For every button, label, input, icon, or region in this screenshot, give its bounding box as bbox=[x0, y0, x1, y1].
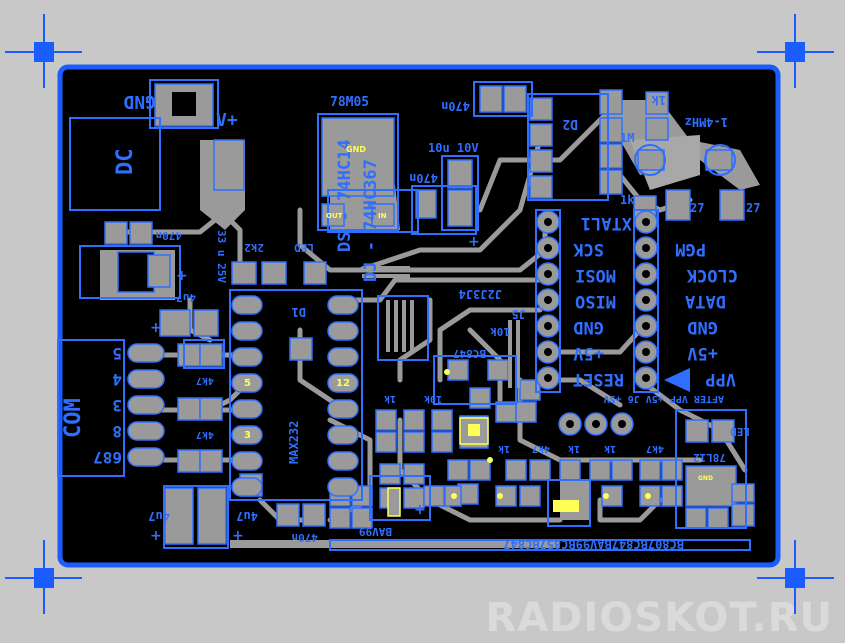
label-r10k-b: 10k bbox=[424, 393, 442, 404]
label-pin5: 5 bbox=[244, 378, 251, 389]
label-bav99: BAV99 bbox=[359, 525, 392, 538]
svg-text:+: + bbox=[176, 268, 188, 284]
label-cap27-left: 27 bbox=[690, 201, 704, 215]
label-r1m: 1M bbox=[620, 131, 634, 145]
label-r4k7-a: 4k7 bbox=[196, 375, 214, 386]
label-jumpers: J2J3J4 bbox=[459, 287, 502, 301]
label-bottom-row: BC807BC847BAV99BC857BC847 bbox=[503, 537, 684, 551]
svg-text:+: + bbox=[468, 234, 480, 250]
label-vpp: VPP bbox=[705, 369, 736, 389]
label-max232: MAX232 bbox=[287, 421, 301, 464]
header-pads bbox=[536, 210, 658, 436]
label-j5: J5 bbox=[512, 307, 526, 321]
label-gnd-reg2: GND bbox=[698, 475, 713, 482]
label-reg: 78M05 bbox=[330, 95, 369, 110]
crosshair-top-right-icon bbox=[757, 14, 834, 88]
label-pin3: 3 bbox=[244, 430, 251, 441]
fine-pitch-pads bbox=[362, 266, 520, 388]
label-xtal1: XTAL1 bbox=[581, 213, 632, 233]
label-ds: DS - 74HC14 bbox=[335, 139, 355, 252]
label-xtal-freq: 1-4MHz bbox=[685, 115, 728, 129]
label-r4k7-d: 4k7 bbox=[532, 443, 550, 454]
label-r10k: 10k bbox=[490, 325, 510, 338]
crosshair-top-left-icon bbox=[5, 14, 82, 88]
label-sck: SCK bbox=[573, 239, 604, 259]
label-cap470n-mid: 470n bbox=[409, 171, 438, 185]
label-gnd-small: GND bbox=[346, 145, 366, 154]
label-v5-isp: +5V bbox=[573, 343, 604, 363]
label-cap470n-top: 470n bbox=[441, 99, 470, 113]
label-dc: DC bbox=[113, 149, 138, 176]
label-com-pin3: 3 bbox=[112, 396, 122, 415]
label-zener: 33 u 25V bbox=[215, 230, 228, 283]
label-cap10u: 10u 10V bbox=[428, 141, 479, 155]
label-r1k-e: 1k bbox=[498, 443, 510, 454]
watermark-text: RADIOSKOT.RU bbox=[485, 595, 833, 641]
label-r1k-c: 1k bbox=[604, 443, 616, 454]
label-led: LED bbox=[294, 241, 314, 254]
label-cap4u7-a: 4u7 bbox=[176, 291, 196, 304]
label-out: OUT bbox=[326, 212, 343, 220]
label-miso: MISO bbox=[575, 291, 616, 311]
label-pin12: 12 bbox=[336, 378, 350, 389]
label-r2k2: 2k2 bbox=[244, 241, 264, 254]
label-r4k7-c: 4k7 bbox=[646, 443, 664, 454]
label-com-pin4: 4 bbox=[112, 370, 122, 389]
label-com-pin687: 687 bbox=[93, 448, 122, 467]
silkscreen-labels: GND V+ DC DS - 74HC14 DJ - 74HC367 78M05… bbox=[61, 91, 760, 551]
vpp-arrow-icon bbox=[664, 368, 690, 392]
label-cap470n-left: 470n bbox=[156, 229, 183, 242]
label-bc847-a: BC847 bbox=[453, 347, 486, 360]
dip-pads bbox=[127, 295, 359, 497]
pads bbox=[104, 83, 755, 545]
label-com: COM bbox=[61, 398, 86, 438]
label-cap4u7-c: 4u7 bbox=[236, 509, 258, 523]
label-com-pin8: 8 bbox=[112, 422, 122, 441]
header-holes bbox=[544, 218, 650, 428]
crosshair-bottom-left-icon bbox=[5, 540, 82, 614]
label-reset: RESET bbox=[573, 369, 624, 389]
label-pgm: PGM bbox=[675, 239, 706, 259]
label-cap27-right: 27 bbox=[746, 201, 760, 215]
label-gnd: GND bbox=[123, 91, 156, 112]
label-d1: D1 bbox=[292, 305, 306, 319]
label-r1k-d: 1k bbox=[568, 443, 580, 454]
label-data: DATA bbox=[685, 291, 726, 311]
label-mosi: MOSI bbox=[575, 265, 616, 285]
label-jumper-note: AFTER VPP +5V J6 +5V bbox=[604, 393, 724, 404]
polarity-marks: + + + + + + bbox=[150, 234, 480, 544]
registration-marks bbox=[5, 14, 834, 614]
label-dj: DJ - 74HC367 bbox=[361, 159, 381, 282]
label-d2: D2 bbox=[562, 116, 578, 131]
label-gnd-hv: GND bbox=[687, 317, 718, 337]
silkscreen-outlines bbox=[57, 79, 751, 551]
label-r1k-f: 1k bbox=[384, 393, 396, 404]
label-led2: LED bbox=[730, 425, 750, 438]
label-r4k7-b: 4k7 bbox=[196, 429, 214, 440]
label-cap4u7-b: 4u7 bbox=[148, 509, 170, 523]
label-com-pin5: 5 bbox=[112, 344, 122, 363]
svg-text:+: + bbox=[414, 502, 426, 518]
crosshair-bottom-right-icon bbox=[757, 540, 834, 614]
label-cap470n-bot: 470n bbox=[292, 531, 319, 544]
svg-text:+: + bbox=[232, 528, 244, 544]
label-in: IN bbox=[378, 212, 387, 220]
label-gnd-isp: GND bbox=[573, 317, 604, 337]
board-inner-border bbox=[64, 71, 774, 561]
label-reg2: 78L12 bbox=[693, 451, 726, 464]
label-r1k: 1k bbox=[651, 93, 666, 107]
svg-text:+: + bbox=[150, 528, 162, 544]
highlighted-parts bbox=[387, 369, 651, 517]
label-v5-hv: +5V bbox=[687, 343, 718, 363]
svg-text:+: + bbox=[150, 320, 162, 336]
label-r1k-b: 1k bbox=[620, 193, 635, 207]
label-clock: CLOCK bbox=[686, 265, 738, 285]
label-vplus: V+ bbox=[216, 110, 238, 131]
